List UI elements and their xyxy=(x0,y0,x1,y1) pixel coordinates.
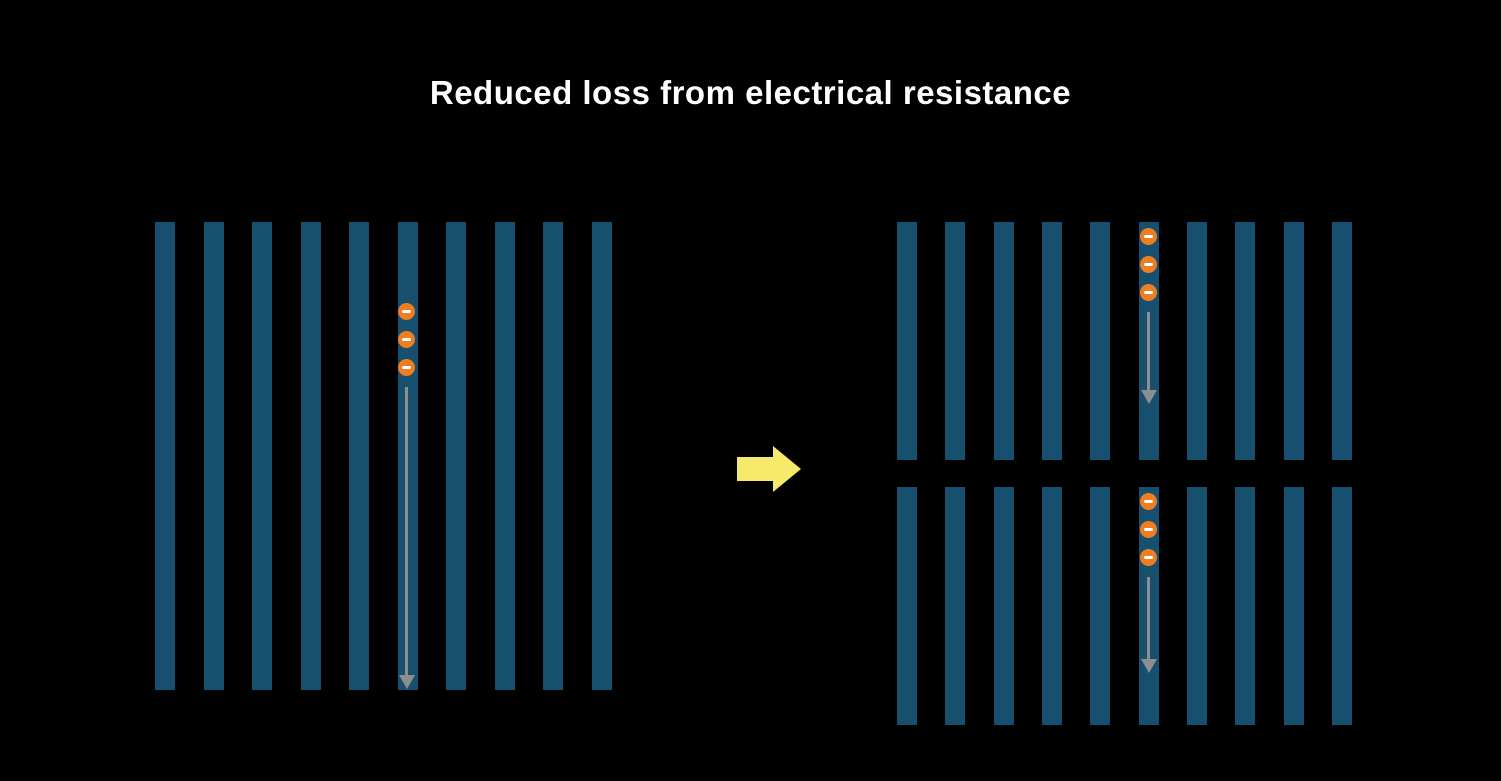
flow-arrow-line xyxy=(405,387,408,675)
conductor-bar xyxy=(252,222,273,690)
conductor-bar xyxy=(1186,487,1207,725)
minus-icon xyxy=(402,366,411,369)
electron-stack xyxy=(398,303,415,387)
diagram-title: Reduced loss from electrical resistance xyxy=(429,74,1072,111)
panel-after-bottom xyxy=(897,487,1352,725)
conductor-bar xyxy=(1041,222,1062,460)
electron-flow xyxy=(1140,493,1157,673)
electron-flow xyxy=(398,303,415,689)
conductor-bar xyxy=(945,222,966,460)
minus-icon xyxy=(1144,235,1153,238)
conductor-bar xyxy=(1331,487,1352,725)
conductor-bar xyxy=(203,222,224,690)
conductor-bar xyxy=(1283,487,1304,725)
conductor-bar xyxy=(1235,487,1256,725)
minus-icon xyxy=(1144,500,1153,503)
arrow-right-icon xyxy=(737,446,801,492)
electron-stack xyxy=(1140,228,1157,312)
panel-before xyxy=(155,222,612,690)
minus-icon xyxy=(402,310,411,313)
conductor-bar xyxy=(543,222,564,690)
minus-icon xyxy=(1144,528,1153,531)
bar-group xyxy=(155,222,612,690)
arrow-down-icon xyxy=(1140,659,1157,673)
electron-flow xyxy=(1140,228,1157,404)
bar-group xyxy=(897,222,1352,460)
conductor-bar xyxy=(897,487,917,725)
conductor-bar xyxy=(993,222,1014,460)
conductor-bar xyxy=(897,222,917,460)
conductor-bar xyxy=(1235,222,1256,460)
conductor-bar xyxy=(155,222,175,690)
electron-icon xyxy=(1140,284,1157,301)
conductor-bar xyxy=(300,222,321,690)
flow-arrow-line xyxy=(1147,312,1150,390)
electron-icon xyxy=(1140,493,1157,510)
bar-group xyxy=(897,487,1352,725)
conductor-bar xyxy=(446,222,467,690)
conductor-bar xyxy=(1090,487,1111,725)
conductor-bar xyxy=(1090,222,1111,460)
conductor-bar xyxy=(1041,487,1062,725)
electron-icon xyxy=(398,331,415,348)
electron-icon xyxy=(398,359,415,376)
minus-icon xyxy=(1144,556,1153,559)
minus-icon xyxy=(1144,291,1153,294)
arrow-down-icon xyxy=(1140,390,1157,404)
electron-icon xyxy=(1140,521,1157,538)
conductor-bar xyxy=(1331,222,1352,460)
conductor-bar xyxy=(1283,222,1304,460)
arrow-right-head xyxy=(773,446,801,492)
conductor-bar xyxy=(1186,222,1207,460)
electron-stack xyxy=(1140,493,1157,577)
conductor-bar xyxy=(945,487,966,725)
minus-icon xyxy=(402,338,411,341)
arrow-right-shaft xyxy=(737,457,773,481)
arrow-down-icon xyxy=(398,675,415,689)
panel-after-top xyxy=(897,222,1352,460)
conductor-bar xyxy=(591,222,612,690)
electron-icon xyxy=(1140,256,1157,273)
flow-arrow-line xyxy=(1147,577,1150,659)
minus-icon xyxy=(1144,263,1153,266)
conductor-bar xyxy=(494,222,515,690)
conductor-bar xyxy=(349,222,370,690)
conductor-bar xyxy=(993,487,1014,725)
electron-icon xyxy=(1140,549,1157,566)
electron-icon xyxy=(398,303,415,320)
electron-icon xyxy=(1140,228,1157,245)
